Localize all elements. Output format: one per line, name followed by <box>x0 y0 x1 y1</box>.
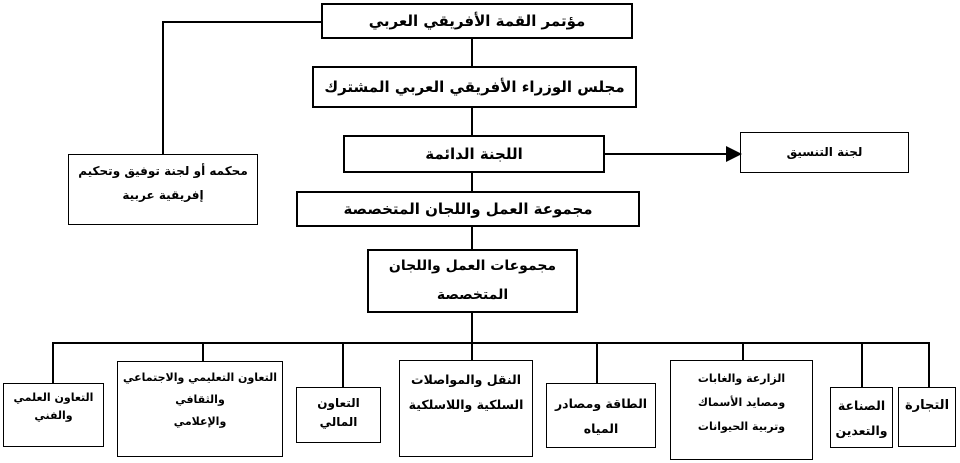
connector-council-permanent <box>471 108 473 135</box>
node-summit: مؤتمر القمة الأفريقي العربي <box>321 3 633 39</box>
node-energy-water: الطاقة ومصادر المياه <box>546 383 656 448</box>
connector-bottom-bus <box>52 342 930 344</box>
node-arbitration-court: محكمه أو لجنة توفيق وتحكيم إفريقية عربية <box>68 154 258 225</box>
node-scientific-cooperation: التعاون العلمي والفني <box>3 383 104 447</box>
connector-drop-educational <box>202 342 204 361</box>
connector-drop-energy <box>596 342 598 383</box>
connector-summit-court-horizontal <box>162 21 321 23</box>
connector-summit-court-vertical <box>162 21 164 154</box>
connector-permanent-coordination <box>605 153 728 155</box>
connector-workgroups-bus <box>471 313 473 360</box>
node-financial-cooperation: التعاون المالي <box>296 387 381 443</box>
node-industry-mining: الصناعة والتعدين <box>830 387 893 448</box>
node-joint-council: مجلس الوزراء الأفريقي العربي المشترك <box>312 66 637 108</box>
node-educational-cooperation: التعاون التعليمي والاجتماعي والثقافي وال… <box>117 361 283 457</box>
connector-workgroup-workgroups <box>471 227 473 249</box>
node-work-group: مجموعة العمل واللجان المتخصصة <box>296 191 640 227</box>
node-work-groups: مجموعات العمل واللجان المتخصصة <box>367 249 578 313</box>
connector-summit-council <box>471 38 473 66</box>
connector-drop-financial <box>342 342 344 387</box>
node-transport-telecom: النقل والمواصلات السلكية واللاسلكية <box>399 360 533 457</box>
arrowhead-right-icon <box>726 146 742 162</box>
node-coordination-committee: لجنة التنسيق <box>740 132 909 173</box>
node-trade: التجارة <box>898 387 956 447</box>
connector-drop-agriculture <box>742 342 744 361</box>
connector-drop-industry <box>861 342 863 387</box>
connector-permanent-workgroup <box>471 173 473 191</box>
node-permanent-committee: اللجنة الدائمة <box>343 135 605 173</box>
connector-drop-trade <box>928 342 930 387</box>
node-agriculture-forestry: الزارعة والغابات ومصايد الأسماك وتربية ا… <box>670 360 813 460</box>
connector-drop-scientific <box>52 342 54 383</box>
